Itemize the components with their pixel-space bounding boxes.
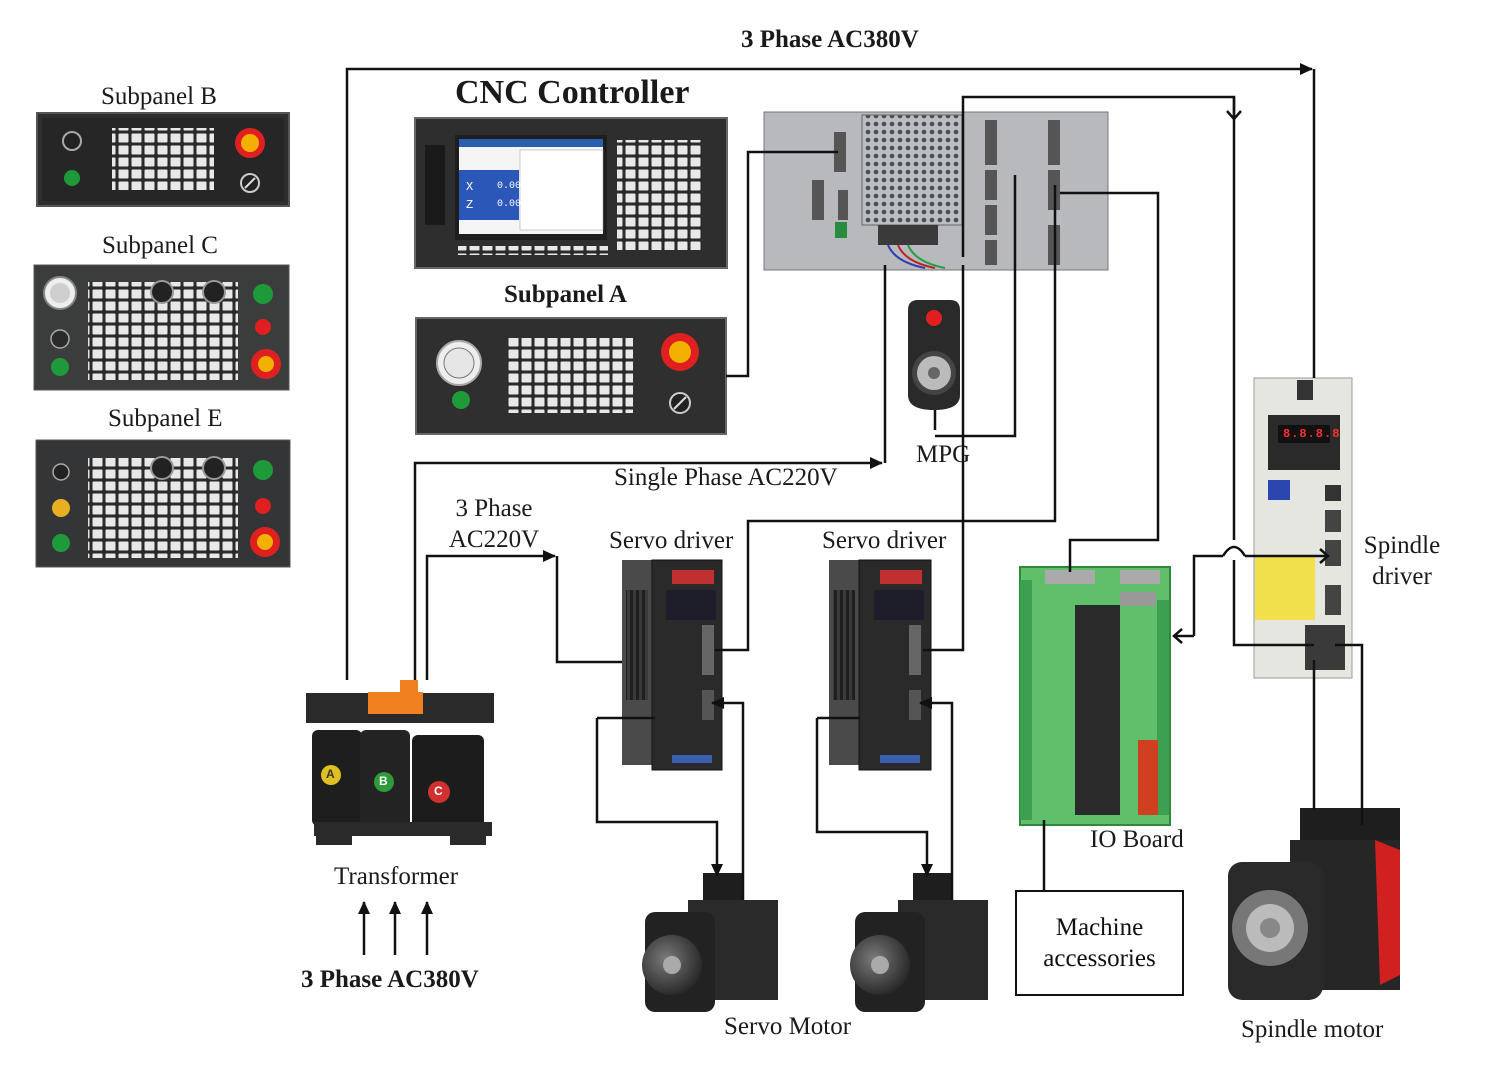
- spindle-driver-label-line2: driver: [1372, 563, 1432, 590]
- subpanel-e-label: Subpanel E: [108, 405, 223, 432]
- servo-driver-2-image: [829, 559, 932, 771]
- io-board-image: [1019, 566, 1171, 826]
- subpanel-b-image: [36, 112, 290, 207]
- phase-a-label: A: [326, 767, 335, 781]
- mpg-image: [908, 300, 960, 410]
- single-phase-label: Single Phase AC220V: [614, 464, 838, 491]
- subpanel-c-label: Subpanel C: [102, 232, 218, 259]
- spindle-driver-image: [1253, 377, 1353, 679]
- servo-motor-1-image: [642, 873, 778, 1012]
- three-phase-220-label-line1: 3 Phase: [455, 495, 533, 522]
- machine-accessories-label-line2: accessories: [1043, 945, 1156, 972]
- controller-back-image: [763, 111, 1109, 271]
- screen-x-value: 0.000: [497, 181, 528, 192]
- subpanel-c-image: [33, 264, 290, 391]
- machine-accessories-box: Machine accessories: [1015, 890, 1184, 996]
- servo-driver-2-label: Servo driver: [822, 527, 947, 554]
- subpanel-a-label: Subpanel A: [504, 281, 627, 308]
- wires: [345, 63, 1364, 955]
- machine-accessories-label-line1: Machine: [1055, 914, 1144, 941]
- phase-c-label: C: [434, 784, 443, 798]
- spindle-motor-label: Spindle motor: [1241, 1016, 1384, 1043]
- servo-driver-1-label: Servo driver: [609, 527, 734, 554]
- screen-z-value: 0.000: [497, 199, 528, 210]
- subpanel-a-image: [415, 317, 727, 435]
- servo-driver-1-image: [622, 559, 723, 771]
- spindle-driver-label-line1: Spindle: [1363, 532, 1441, 559]
- subpanel-b-label: Subpanel B: [101, 83, 217, 110]
- subpanel-e-image: [35, 439, 291, 568]
- transformer-image: [306, 680, 494, 845]
- screen-x-axis: X: [466, 180, 474, 194]
- mpg-label: MPG: [916, 441, 971, 468]
- three-phase-220-label-line2: AC220V: [448, 526, 540, 553]
- cnc-controller-title: CNC Controller: [455, 74, 690, 111]
- transformer-label: Transformer: [334, 863, 459, 890]
- phase-b-label: B: [379, 774, 388, 788]
- bottom-power-label: 3 Phase AC380V: [301, 966, 479, 993]
- top-power-label: 3 Phase AC380V: [741, 26, 919, 53]
- screen-z-axis: Z: [466, 198, 474, 212]
- io-board-label: IO Board: [1090, 826, 1184, 853]
- spindle-motor-image: [1228, 808, 1400, 1000]
- cnc-controller-image: [414, 117, 728, 269]
- servo-motor-2-image: [850, 873, 988, 1012]
- spindle-display: 8.8.8.8: [1283, 427, 1341, 441]
- servo-motor-label: Servo Motor: [724, 1013, 852, 1040]
